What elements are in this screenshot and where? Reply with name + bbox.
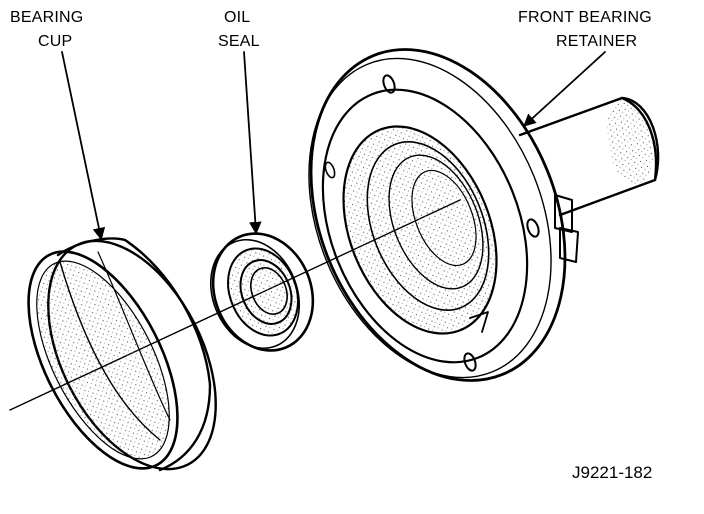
leader-front-bearing-retainer xyxy=(523,51,606,127)
figure-id: J9221-182 xyxy=(572,463,652,482)
leader-oil-seal xyxy=(243,51,262,235)
bolt-hole xyxy=(324,161,336,179)
oil-seal xyxy=(209,232,315,352)
bearing-cup xyxy=(27,237,217,472)
label-front-bearing-retainer-line1: FRONT BEARING xyxy=(518,9,652,26)
bolt-hole xyxy=(463,352,477,372)
leader-bearing-cup xyxy=(61,51,106,241)
front-bearing-retainer xyxy=(308,48,660,382)
label-oil-seal-line2: SEAL xyxy=(218,33,260,50)
label-oil-seal-line1: OIL xyxy=(224,9,250,26)
bolt-hole xyxy=(382,74,396,94)
label-front-bearing-retainer-line2: RETAINER xyxy=(556,33,637,50)
bolt-hole xyxy=(526,218,540,238)
label-bearing-cup-line2: CUP xyxy=(38,33,72,50)
label-bearing-cup-line1: BEARING xyxy=(10,9,83,26)
